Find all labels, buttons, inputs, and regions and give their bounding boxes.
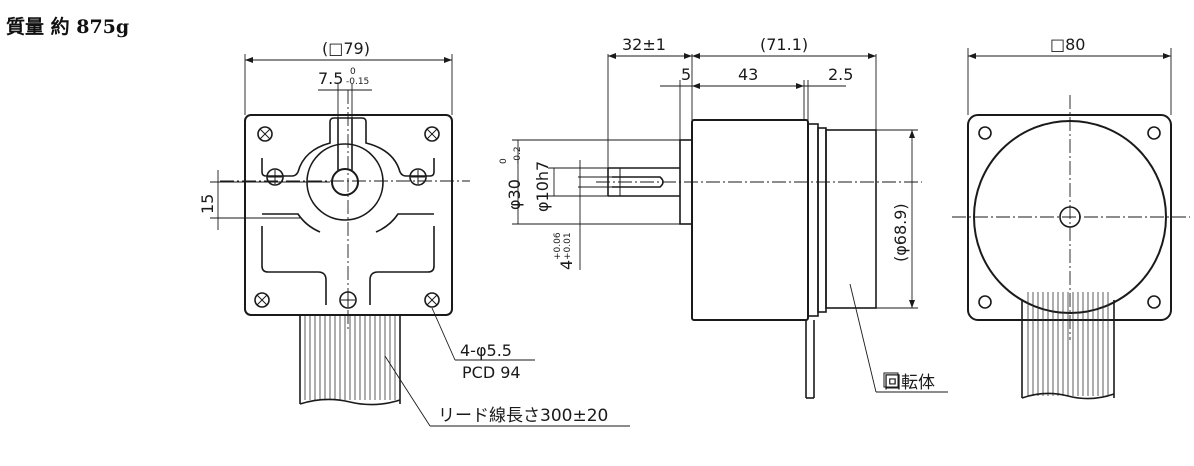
- key-tol-upper: 0: [350, 67, 356, 77]
- body-length-dimension: (71.1): [760, 35, 808, 54]
- key-width-dimension: 7.5: [318, 69, 343, 88]
- lead-length-label: リード線長さ300±20: [438, 406, 608, 426]
- key-tol-lower: -0.15: [346, 77, 369, 87]
- rear-view: □80: [952, 35, 1190, 400]
- outer-tol-upper: 0: [499, 158, 509, 164]
- screw-icon: [266, 168, 427, 309]
- rear-width-dimension: □80: [1050, 35, 1085, 54]
- outer-dia-dimension: φ30: [505, 179, 524, 210]
- shaft-dia-dimension: φ10h7: [533, 161, 552, 212]
- rear-2-5-dimension: 2.5: [828, 65, 853, 84]
- key-w-dimension: 4: [557, 260, 576, 270]
- body-43-dimension: 43: [738, 65, 758, 84]
- rotor-label: 回転体: [884, 373, 935, 393]
- pcd-dimension: PCD 94: [462, 363, 521, 382]
- mass-label: 質量 約 875g: [6, 16, 130, 38]
- key-w-tol-upper: +0.06: [553, 232, 563, 260]
- shaft-length-dimension: 32±1: [622, 35, 666, 54]
- rotor-dia-dimension: (φ68.9): [891, 203, 910, 262]
- holes-dimension: 4-φ5.5: [460, 341, 512, 360]
- width-dimension: (□79): [322, 39, 370, 58]
- flange-dimension: 5: [681, 65, 691, 84]
- outer-tol-lower: -0.2: [513, 146, 523, 164]
- key-height-dimension: 15: [198, 194, 217, 214]
- mounting-hole-icon: [978, 126, 1161, 309]
- mounting-hole-icon: [254, 126, 440, 308]
- key-w-tol-lower: +0.01: [563, 232, 573, 260]
- front-view: (□79) 7.5 0 -0.15 15 4-φ5.5 PCD 94 リード線長…: [198, 39, 630, 427]
- lead-wires: [1021, 292, 1115, 400]
- lead-wires: [299, 316, 401, 406]
- side-view: 32±1 (71.1) 5 43 2.5 φ30 0 -0.2 φ10h7 4 …: [499, 35, 948, 399]
